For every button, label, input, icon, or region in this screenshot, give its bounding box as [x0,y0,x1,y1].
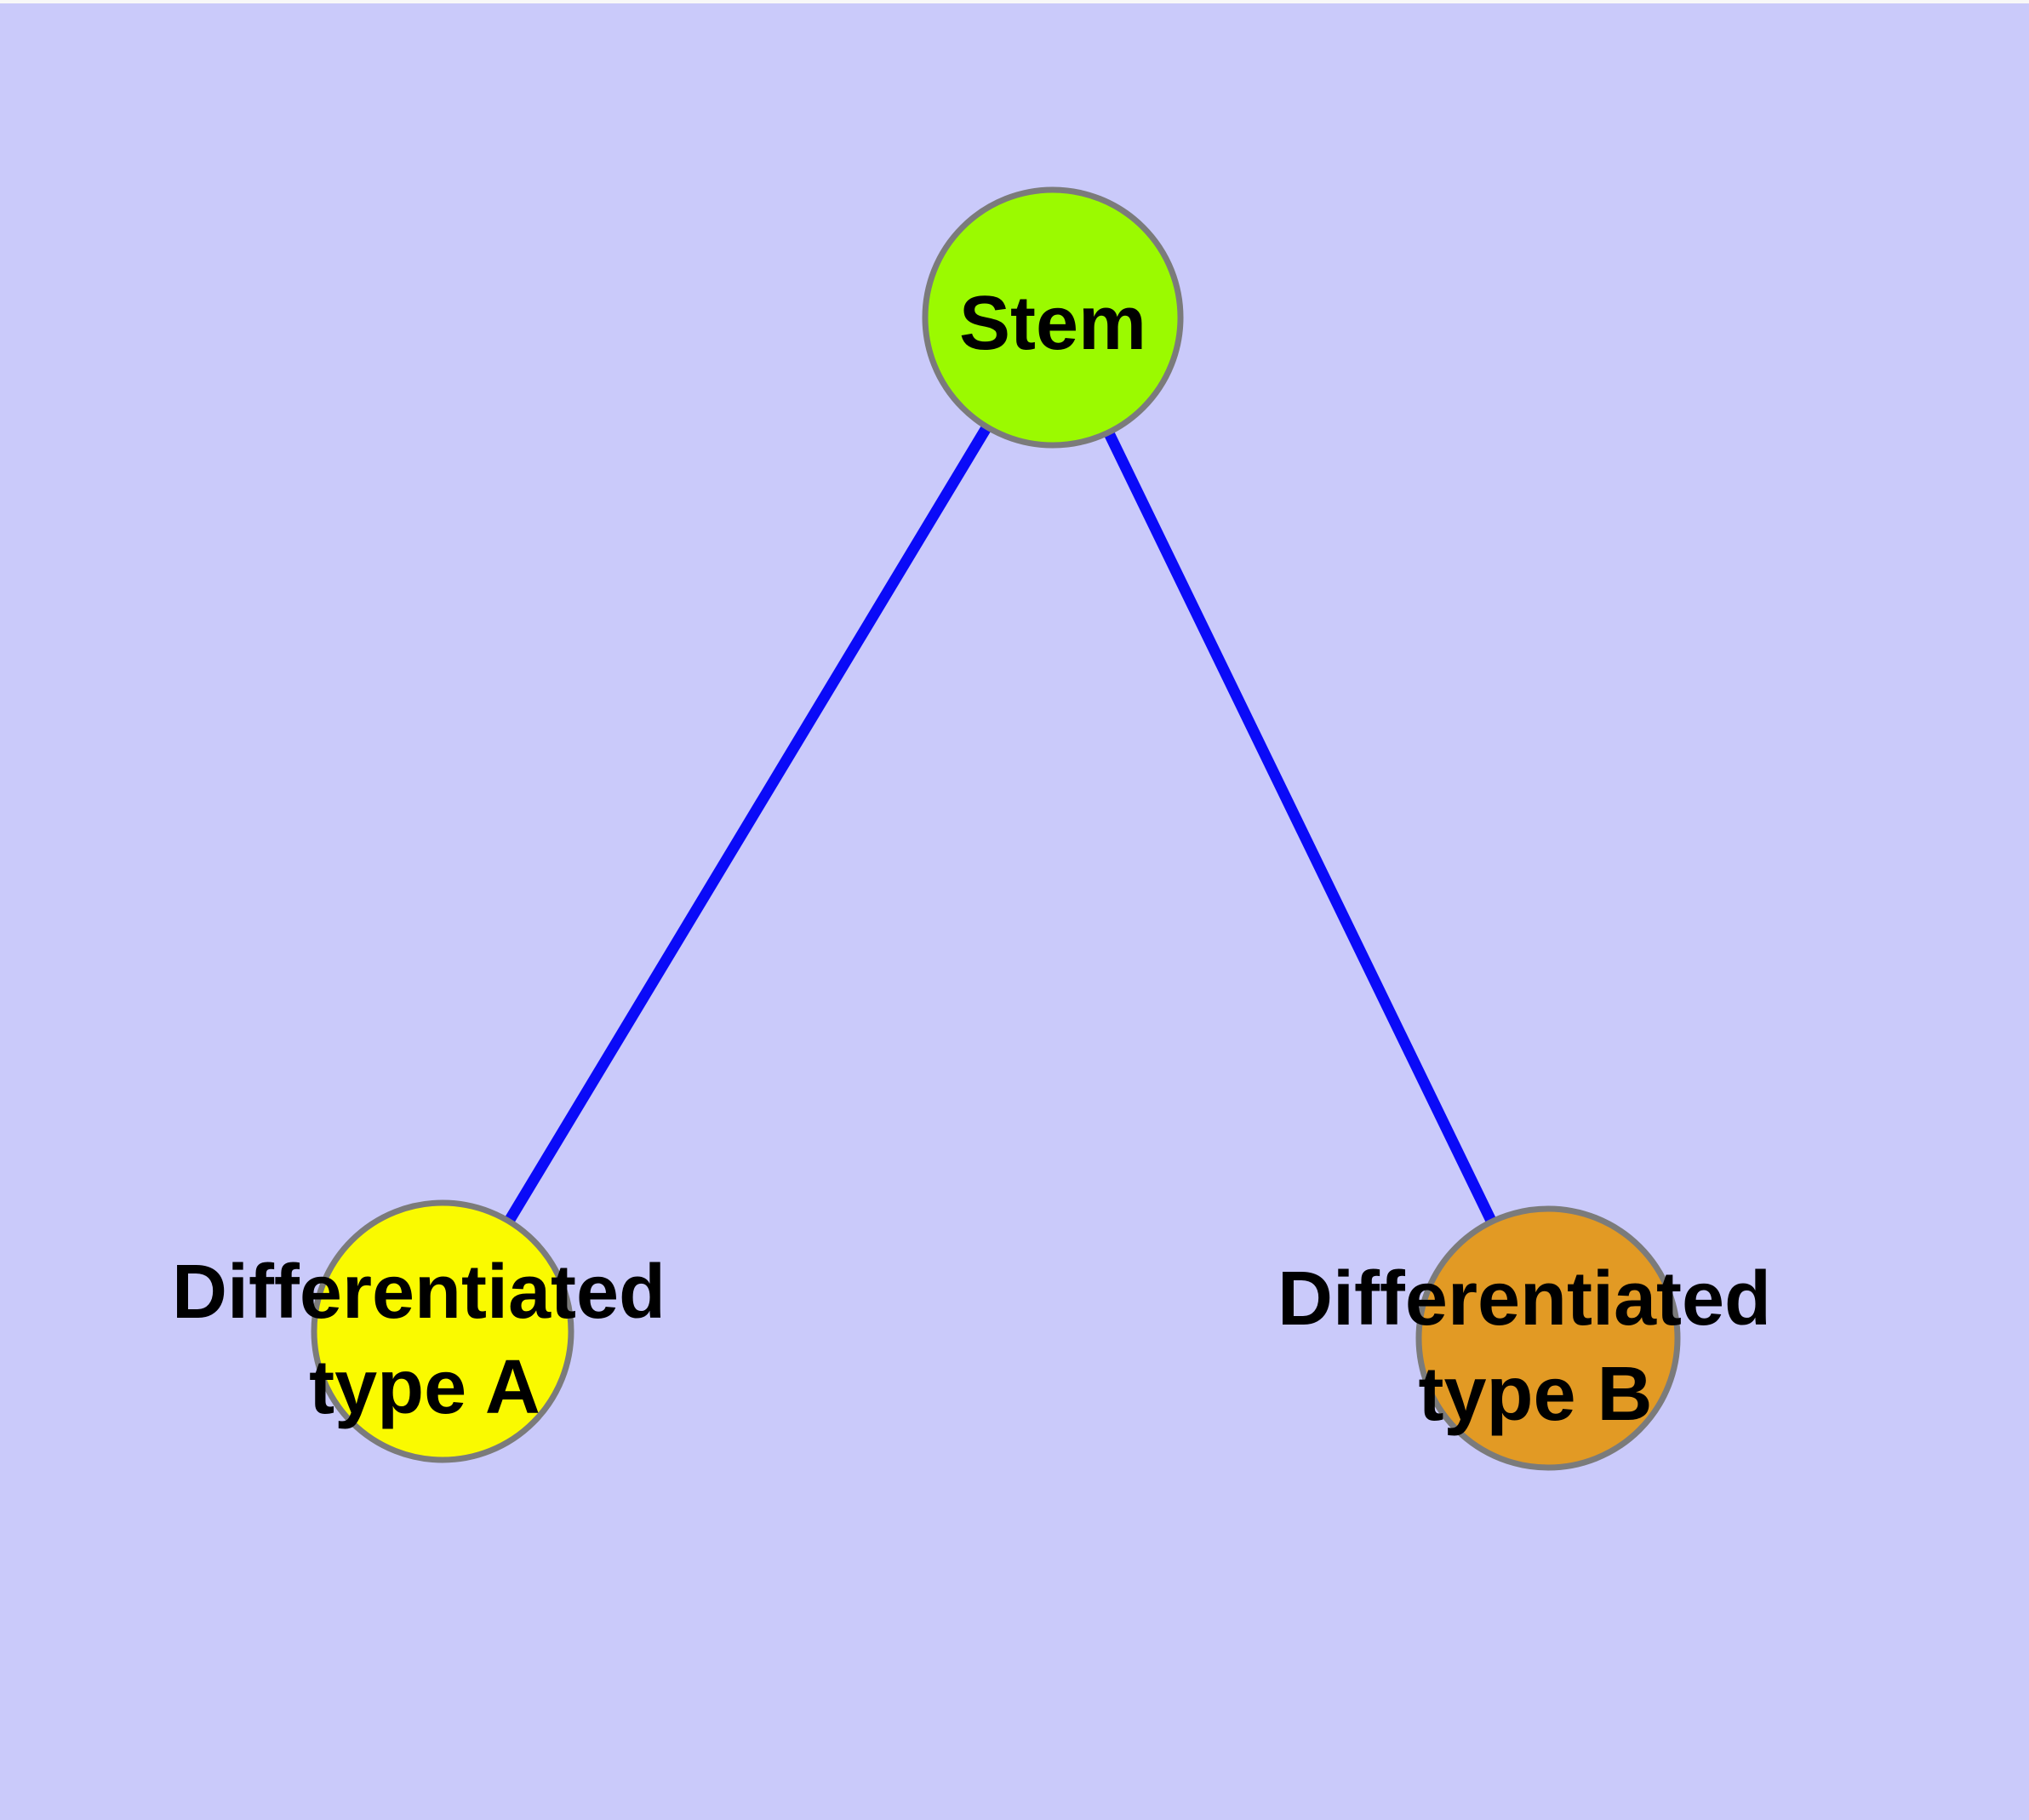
node-label-stem: Stem [959,281,1146,366]
node-label-type-b-line-1: Differentiated [1277,1256,1771,1342]
label-layer: Stem Differentiated type A Differentiate… [172,281,1771,1437]
node-differentiated-type-b[interactable] [1415,1205,1681,1471]
edge-layer [437,314,1553,1341]
window-top-edge [0,0,2029,3]
edge-stem-to-type-b[interactable] [1048,315,1553,1341]
node-label-type-a-line-1: Differentiated [172,1250,666,1335]
node-differentiated-type-a[interactable] [311,1199,574,1463]
node-label-type-a-line-2: type A [309,1345,540,1430]
node-stem[interactable] [922,186,1184,449]
edge-stem-to-type-a[interactable] [437,314,1058,1335]
node-label-type-b-line-2: type B [1418,1352,1652,1437]
node-layer [311,186,1681,1471]
